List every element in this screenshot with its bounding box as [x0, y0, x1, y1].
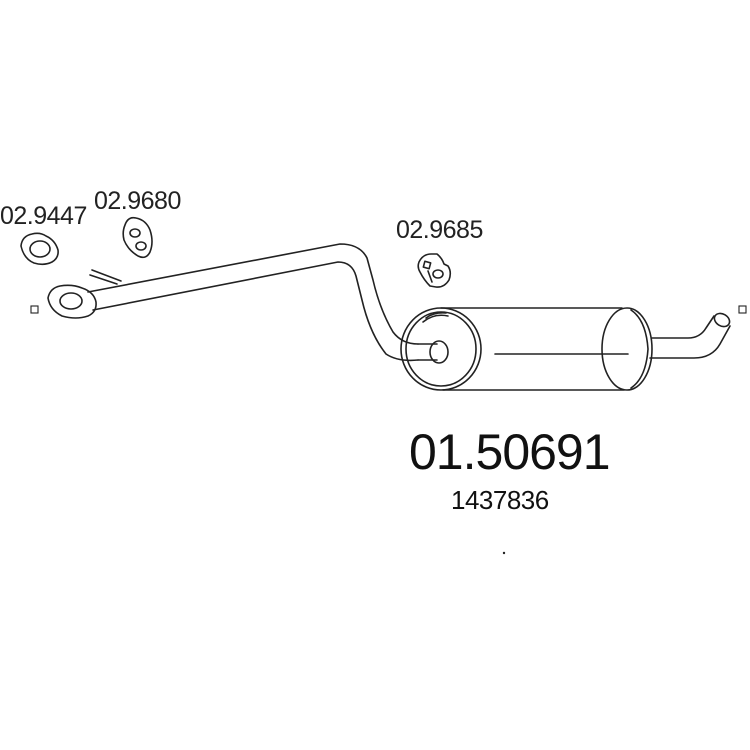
hanger-left-part-number: 02.9680: [94, 187, 181, 215]
flange-icon: [47, 284, 97, 319]
hanger-rod: [89, 274, 118, 285]
gasket-icon: [20, 232, 59, 266]
oe-number: 1437836: [451, 485, 549, 515]
right-end-marker: [738, 305, 747, 314]
product-part-number: 01.50691: [409, 424, 611, 480]
pipe-stub: [429, 340, 449, 364]
left-end-marker: [30, 305, 39, 314]
muffler-icon: [400, 307, 653, 391]
tailpipe: [713, 312, 731, 328]
front-pipe: [87, 243, 419, 345]
rubber-hanger-icon: [122, 216, 153, 259]
rubber-hanger-icon: [417, 253, 452, 288]
hanger-rod: [91, 269, 122, 282]
tailpipe: [649, 325, 731, 359]
hanger-right-part-number: 02.9685: [396, 216, 483, 244]
dot-mark: [502, 551, 506, 555]
tailpipe: [651, 315, 715, 339]
gasket-part-number: 02.9447: [0, 202, 87, 230]
front-pipe: [92, 261, 419, 362]
